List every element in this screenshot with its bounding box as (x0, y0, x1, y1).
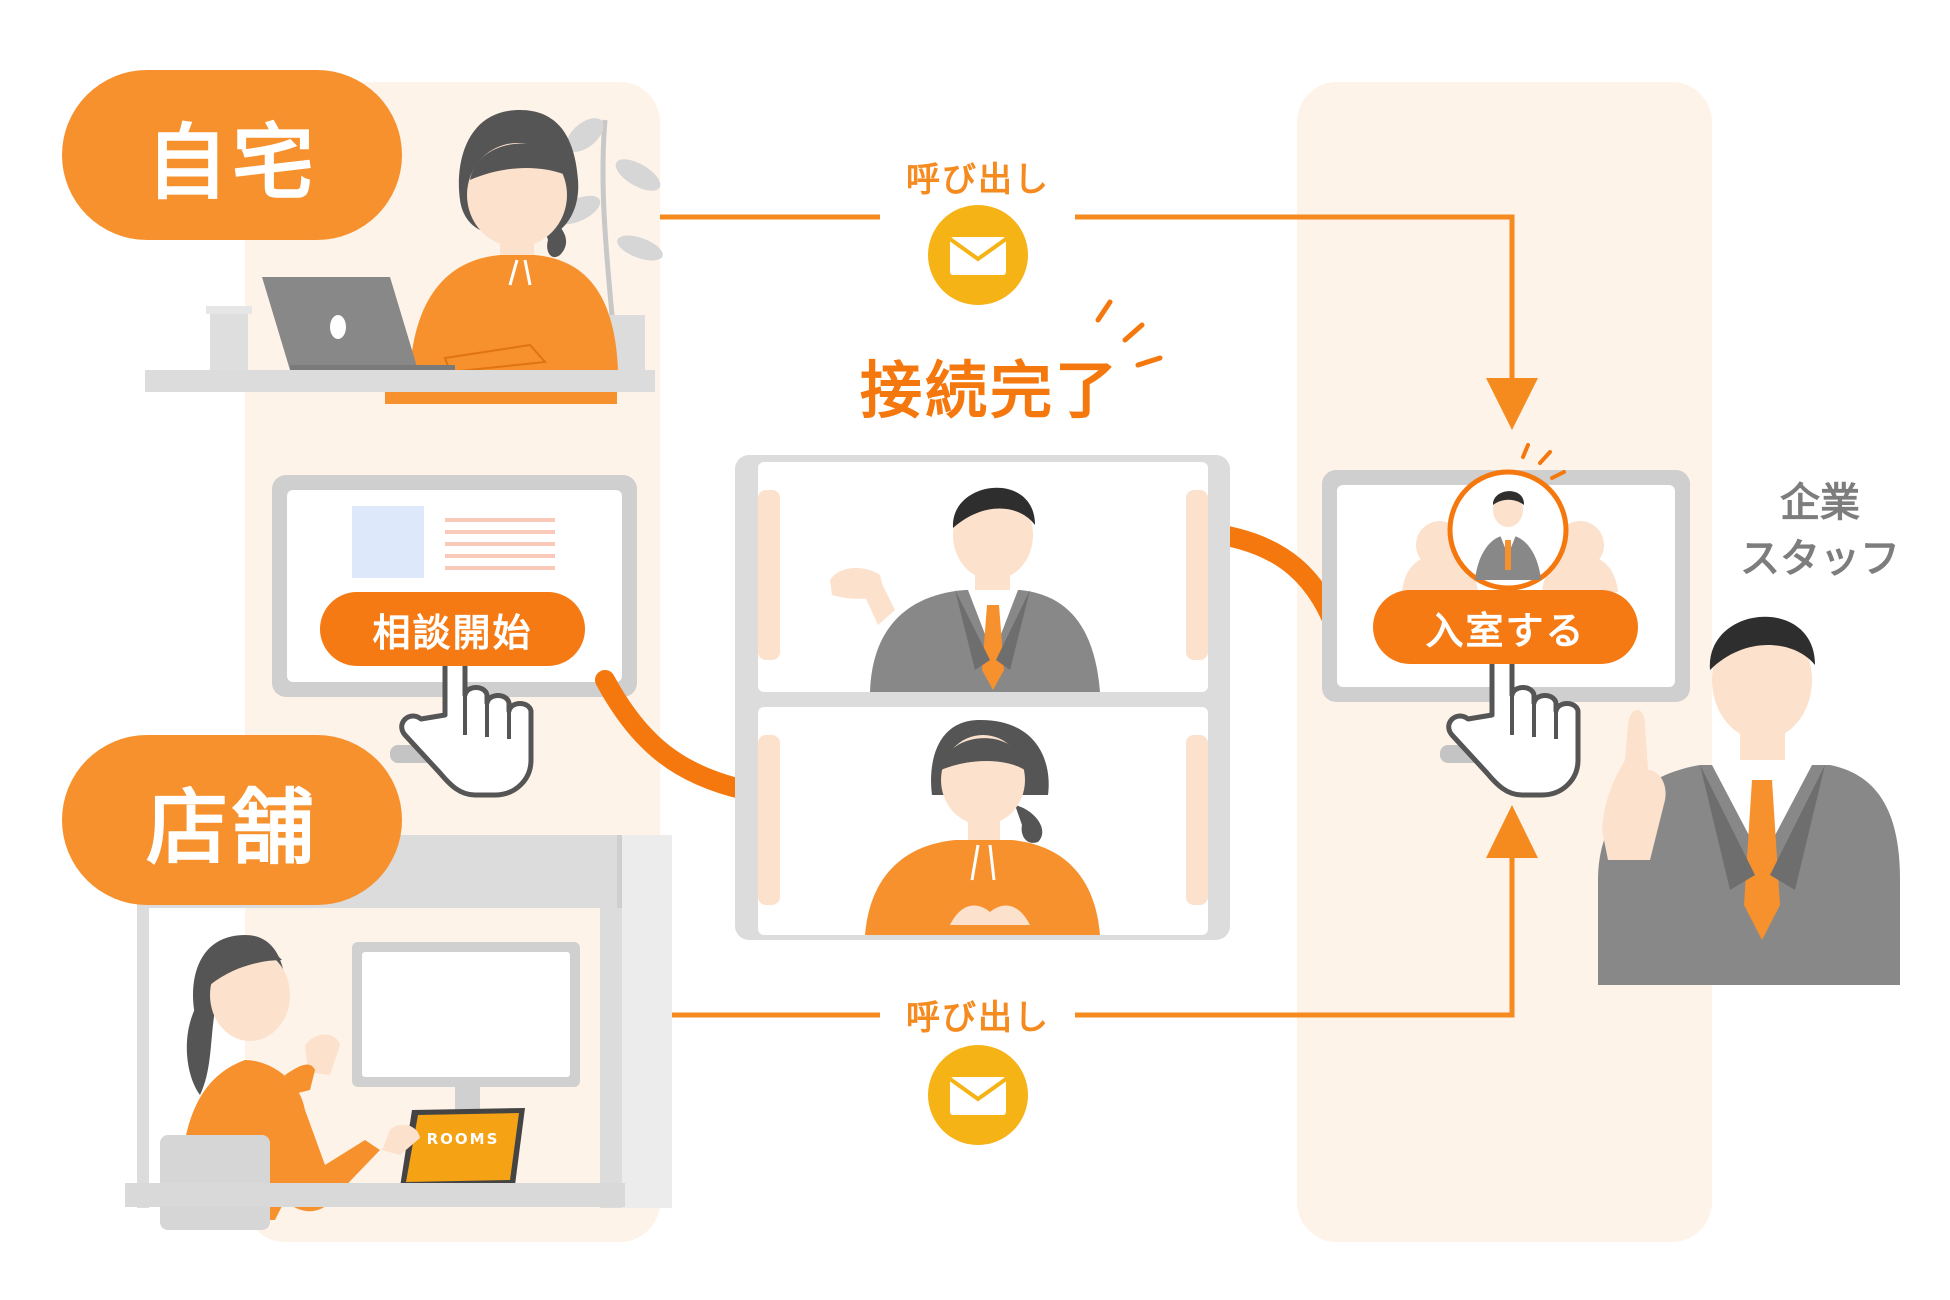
avatar-icon (865, 720, 1100, 935)
call-label-bottom: 呼び出し (906, 998, 1050, 1038)
avatar-icon (830, 487, 1100, 692)
call-label-top: 呼び出し (906, 160, 1050, 200)
home-scene (145, 110, 663, 404)
hand-pointer-icon (399, 636, 534, 798)
avatar-icon (410, 110, 618, 374)
connector-top (660, 214, 1515, 385)
store-location-label: 店舗 (62, 735, 402, 905)
staff-label-line2: スタッフ (1740, 536, 1900, 582)
tablet-brand: ROOMS (426, 1130, 500, 1148)
mail-icon (928, 205, 1028, 305)
arrow-down-head (1486, 378, 1538, 430)
arrow-to-video (595, 670, 755, 800)
sparkle-icon (1095, 299, 1163, 368)
cup-icon (206, 306, 252, 372)
hand-pointer-icon (1446, 636, 1581, 798)
arrow-up-head (1486, 805, 1538, 858)
tablet-icon (400, 1108, 525, 1187)
monitor-icon (352, 942, 580, 1112)
connector-bottom (672, 850, 1515, 1018)
start-consultation-button[interactable]: 相談開始 (320, 592, 585, 666)
avatar-icon (179, 935, 420, 1220)
connection-status: 接続完了 (859, 354, 1120, 427)
home-location-label: 自宅 (62, 70, 402, 240)
laptop-icon (262, 277, 455, 373)
enter-room-button[interactable]: 入室する (1373, 590, 1638, 664)
video-call-window (735, 455, 1230, 940)
avatar-icon (1598, 616, 1900, 985)
staff-label-line1: 企業 (1780, 480, 1860, 526)
store-scene (125, 835, 672, 1230)
staff-label: 企業 スタッフ (1730, 475, 1910, 587)
mail-icon (928, 1045, 1028, 1145)
